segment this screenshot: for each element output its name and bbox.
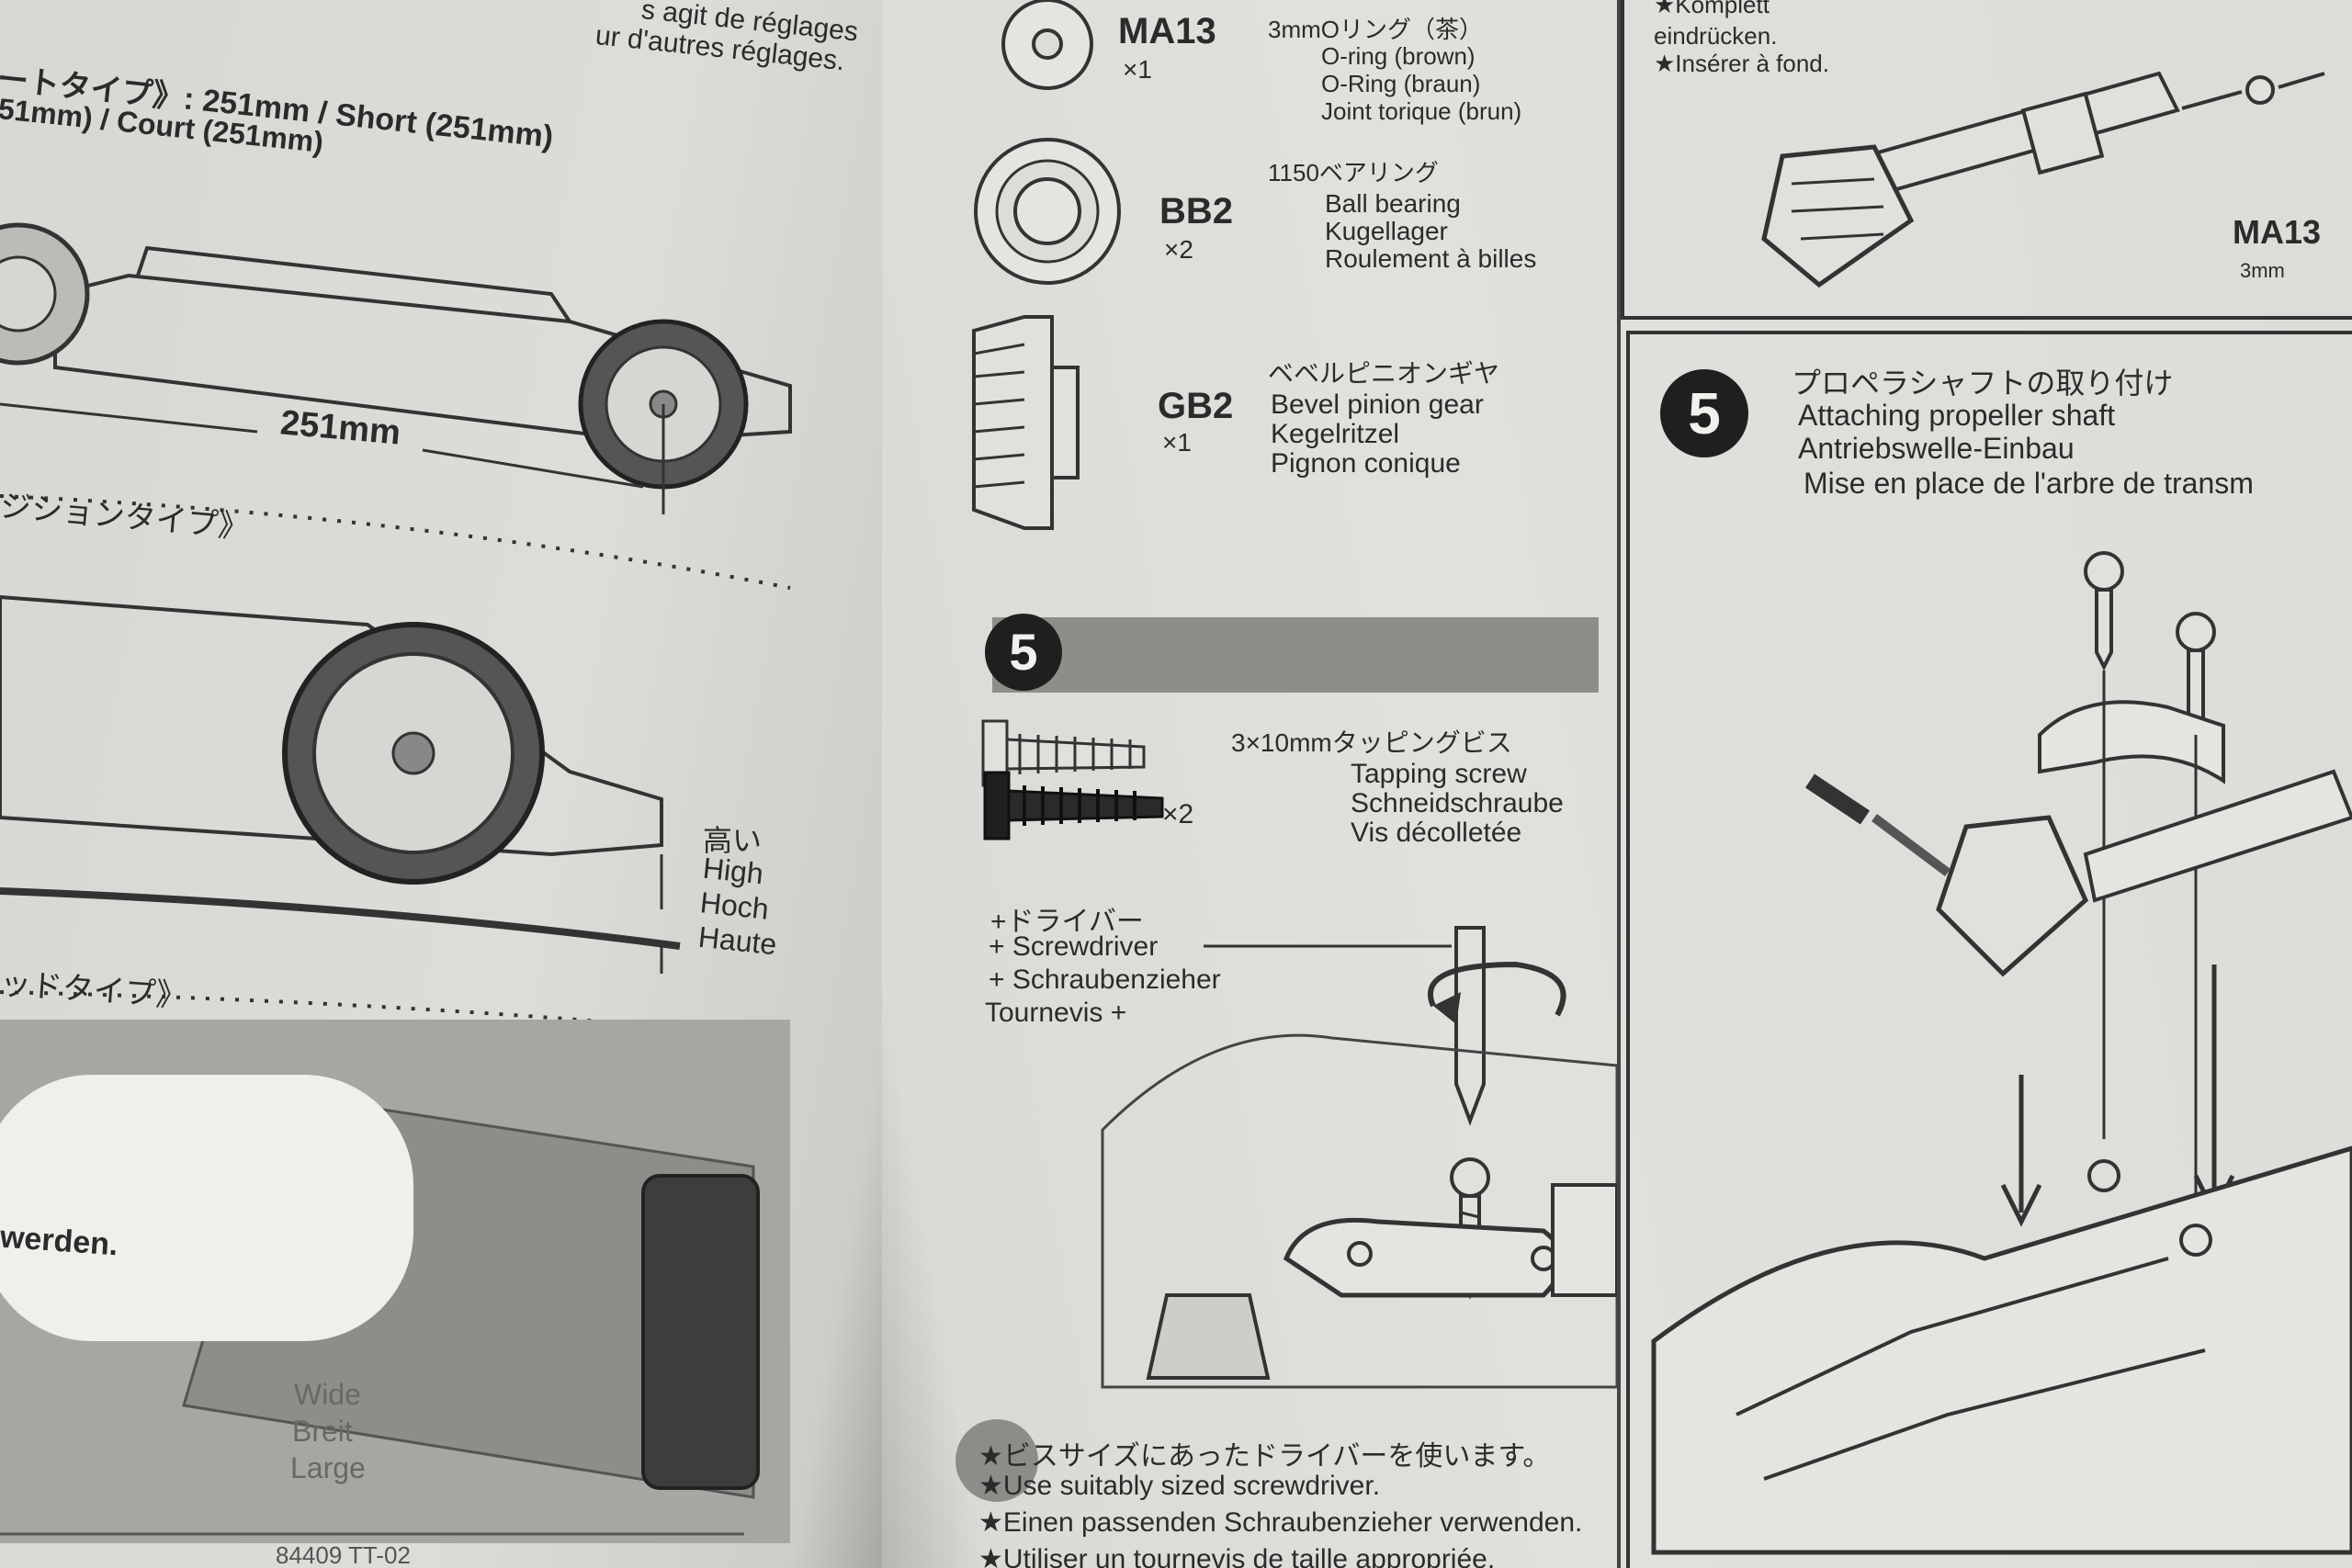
part-de-bb2: Kugellager [1325, 217, 1448, 245]
part-de-gb2: Kegelritzel [1271, 419, 1400, 449]
step5-title-de: Antriebswelle-Einbau [1798, 432, 2075, 465]
part-en-ma13: O-ring (brown) [1321, 42, 1476, 70]
part-code-ma13: MA13 [1118, 11, 1216, 51]
footer-code: 84409 TT-02 [276, 1541, 411, 1568]
part-jp-ma13: 3mmOリング（茶） [1268, 16, 1484, 43]
part-fr-ma13: Joint torique (brun) [1321, 97, 1522, 125]
step5-title-jp: プロペラシャフトの取り付け [1792, 367, 2174, 400]
height-label-en: High [701, 851, 765, 891]
screwdriver-fr: Tournevis + [985, 998, 1127, 1028]
screwdriver-de: + Schraubenzieher [989, 964, 1221, 995]
tapping-screws-drawing [981, 719, 1164, 840]
part-de-ma13: O-Ring (braun) [1321, 70, 1481, 97]
short-chassis-drawing [0, 222, 792, 590]
part-fr-bb2: Roulement à billes [1325, 244, 1537, 273]
screwdriver-en: + Screwdriver [989, 931, 1159, 962]
step5-number: 5 [1660, 369, 1748, 457]
part-code-gb2: GB2 [1158, 386, 1234, 426]
parts-illustrations [972, 0, 1121, 530]
wide-label-de: Breit [292, 1415, 353, 1448]
tip-jp: ★ビスサイズにあったドライバーを使います。 [978, 1441, 1551, 1472]
part-jp-gb2: ベベルピニオンギヤ [1268, 359, 1500, 388]
left-manual-page: s agit de réglages ur d'autres réglages.… [0, 0, 882, 1568]
part-fr-gb2: Pignon conique [1271, 448, 1461, 479]
high-chassis-drawing [0, 594, 791, 1040]
tip-en: ★Use suitably sized screwdriver. [978, 1471, 1381, 1501]
step-bar [992, 617, 1599, 693]
part-code-bb2: BB2 [1159, 191, 1234, 231]
tip-badge [956, 1419, 1038, 1502]
step5-title-fr: Mise en place de l'arbre de transm [1804, 467, 2254, 500]
part-qty-bb2: ×2 [1164, 235, 1193, 264]
step-badge: 5 [985, 614, 1062, 691]
part-qty-ma13: ×1 [1123, 55, 1152, 84]
top-right-part-size: 3mm [2240, 259, 2285, 282]
step5-assembly-drawing [1101, 926, 1619, 1389]
part-jp-bb2: 1150ベアリング [1268, 159, 1439, 186]
screw-jp: 3×10mmタッピングビス [1231, 728, 1512, 757]
step5-propeller-drawing [1651, 551, 2352, 1555]
screwdriver-jp: +ドライバー [990, 907, 1144, 937]
top-right-part-code: MA13 [2233, 213, 2322, 251]
part-en-gb2: Bevel pinion gear [1271, 389, 1484, 420]
tip-fr: ★Utiliser un tournevis de taille appropr… [978, 1544, 1496, 1568]
top-right-line-2: eindrücken. [1654, 22, 1778, 50]
screw-fr: Vis décolletée [1351, 818, 1522, 848]
step5-box [1626, 331, 2352, 1568]
top-right-line-3: ★Insérer à fond. [1654, 50, 1829, 77]
top-right-line-1: ★Komplett [1654, 0, 1770, 18]
tip-de: ★Einen passenden Schraubenzieher verwend… [978, 1507, 1583, 1538]
top-right-step-box [1621, 0, 2352, 320]
right-manual-page: MA13 ×1 3mmOリング（茶） O-ring (brown) O-Ring… [882, 0, 2352, 1568]
height-label-jp: 高い [703, 824, 763, 857]
white-sticker [0, 1075, 413, 1341]
column-divider [1617, 0, 1621, 1568]
step5-title-en: Attaching propeller shaft [1798, 399, 2116, 432]
part-qty-gb2: ×1 [1162, 428, 1192, 457]
gear-shaft-drawing [1761, 71, 2325, 288]
screw-en: Tapping screw [1351, 759, 1527, 789]
wide-label-en: Wide [294, 1378, 361, 1411]
part-en-bb2: Ball bearing [1325, 189, 1461, 218]
screw-de: Schneidschraube [1351, 788, 1564, 818]
wide-label-fr: Large [290, 1451, 366, 1484]
screw-qty: ×2 [1162, 799, 1194, 829]
